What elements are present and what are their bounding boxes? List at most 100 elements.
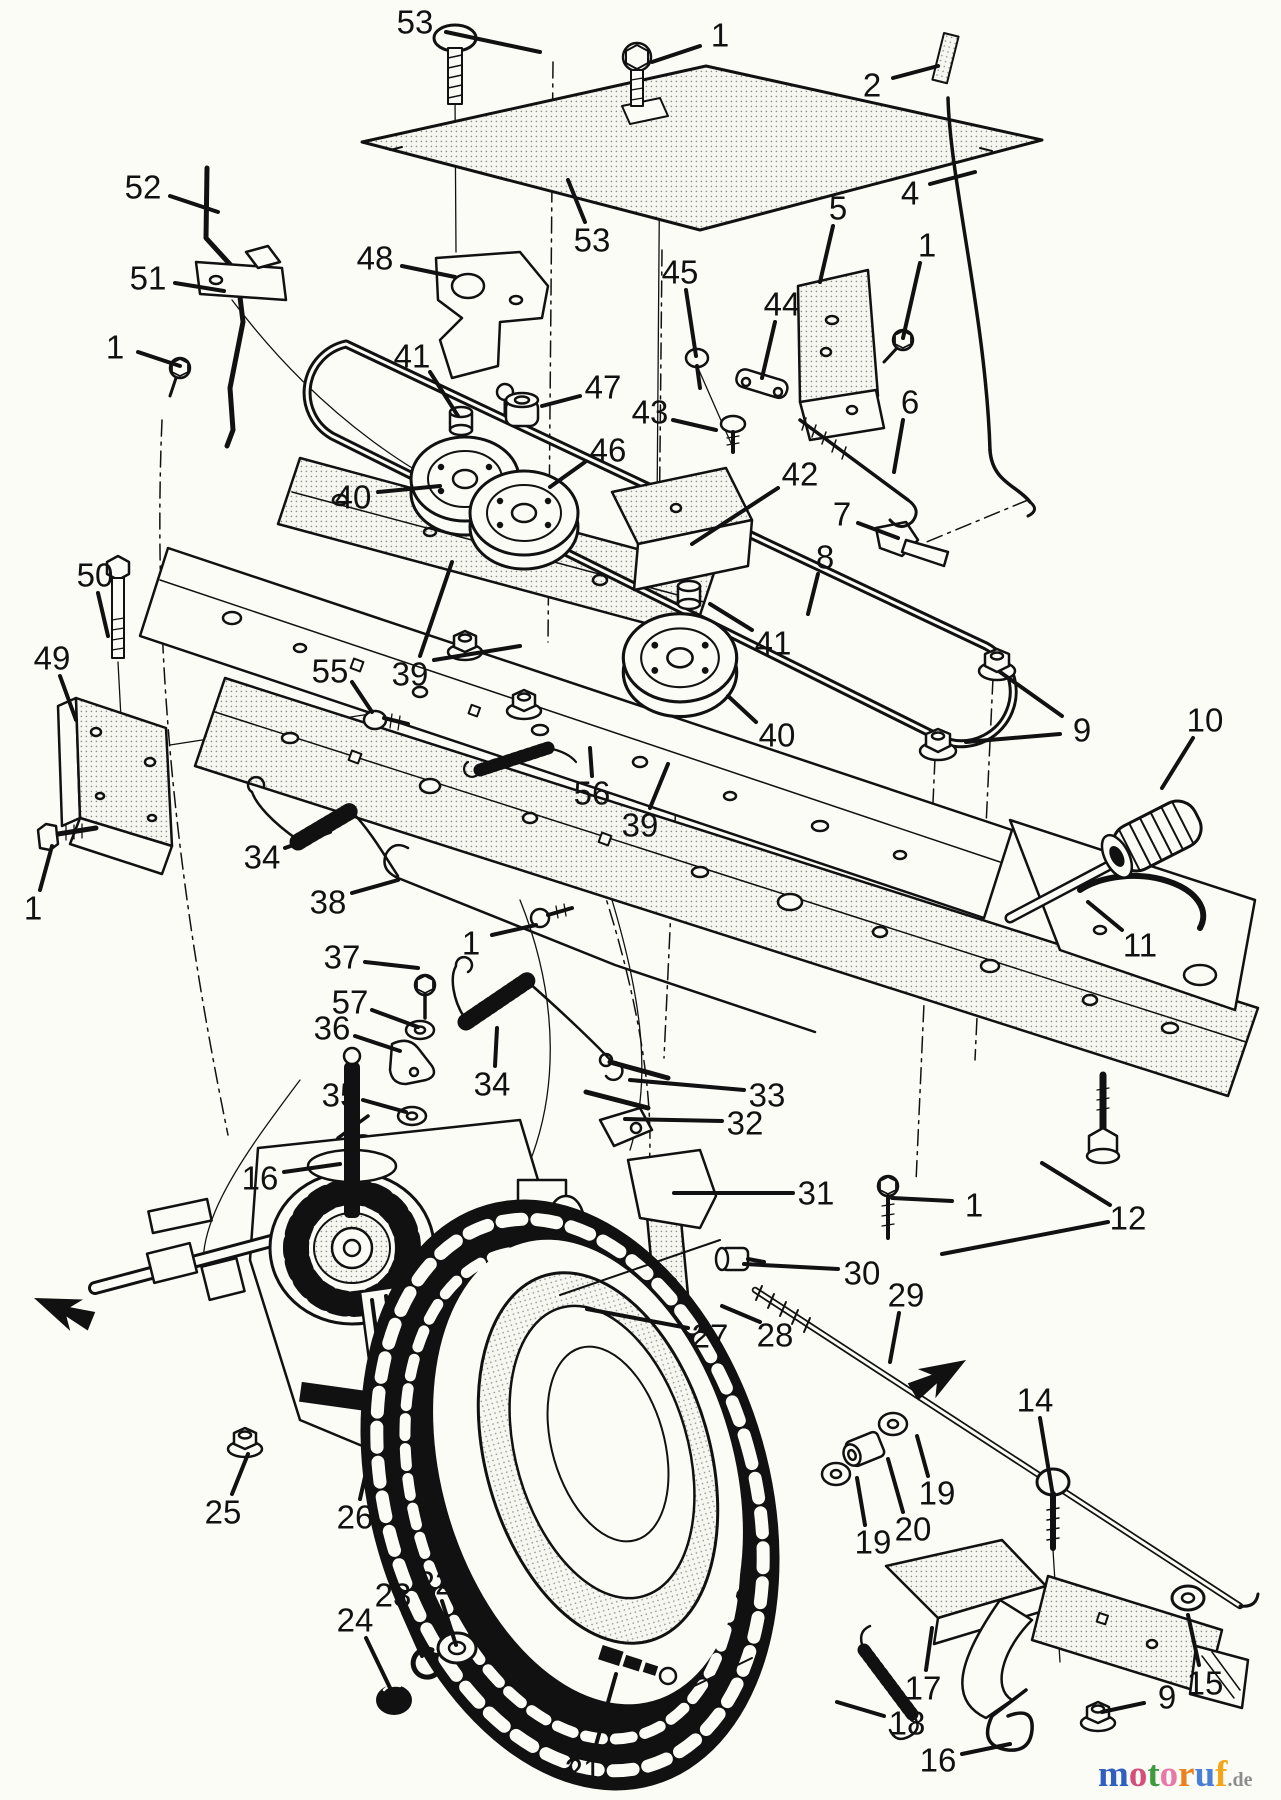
callout-label-44: 44: [764, 286, 801, 323]
leader-line-30: [742, 1262, 840, 1271]
callout-label-5: 5: [829, 190, 847, 227]
callout-label-9: 9: [1073, 712, 1091, 749]
leader-line-37: [363, 960, 420, 970]
leader-line-2: [891, 64, 940, 80]
guide-bracket-48: [434, 250, 550, 418]
leader-line-53: [566, 178, 587, 224]
callout-label-45: 45: [662, 254, 699, 291]
leader-line-1: [490, 923, 538, 937]
leader-line-39: [418, 560, 454, 658]
leader-line-16: [960, 1742, 1012, 1756]
spring-56: [463, 741, 578, 778]
callout-label-12: 12: [1110, 1200, 1147, 1237]
leader-line-4: [928, 170, 977, 186]
callout-label-18: 18: [889, 1705, 926, 1742]
carriage-bolt-12: [1085, 1071, 1121, 1165]
leader-line-49: [58, 674, 78, 722]
leader-line-33: [628, 1078, 746, 1092]
washer-19-left: [820, 1461, 852, 1487]
callout-label-28: 28: [757, 1317, 794, 1354]
frame-rail-main: [138, 546, 1014, 920]
callout-label-36: 36: [314, 1010, 351, 1047]
bracket-51: [194, 244, 288, 302]
leader-line-7: [856, 521, 900, 540]
barrel-nut-30: [714, 1246, 766, 1272]
leader-line-55: [350, 680, 374, 714]
callout-label-26: 26: [337, 1499, 374, 1536]
leader-line-24: [364, 1636, 394, 1694]
leader-line-19: [915, 1434, 930, 1478]
callout-label-1: 1: [965, 1187, 983, 1224]
leader-line-36: [353, 1034, 402, 1053]
leader-line-19: [855, 1476, 867, 1527]
leader-line-1: [890, 1196, 954, 1203]
callout-label-27: 27: [692, 1318, 729, 1355]
leader-line-47: [540, 394, 582, 408]
callout-label-14: 14: [1017, 1382, 1054, 1419]
callout-label-20: 20: [895, 1511, 932, 1548]
callout-label-40: 40: [335, 479, 372, 516]
leader-line-11: [1086, 900, 1124, 932]
callout-label-1: 1: [24, 890, 42, 927]
pedal-base-plate: [1030, 1574, 1250, 1710]
callout-label-1: 1: [918, 227, 936, 264]
leader-line-50: [96, 591, 110, 638]
bushing-41b: [676, 579, 702, 611]
leader-line-12: [1040, 1161, 1112, 1207]
spring-18: [857, 1624, 919, 1741]
callout-label-32: 32: [727, 1105, 764, 1142]
leader-line-14: [1038, 1416, 1055, 1498]
leader-line-57: [370, 1008, 420, 1029]
callout-label-9: 9: [1158, 1679, 1176, 1716]
callout-label-56: 56: [574, 775, 611, 812]
leader-line-8: [806, 572, 820, 616]
callout-label-53: 53: [574, 222, 611, 259]
callout-label-19: 19: [919, 1475, 956, 1512]
callout-label-1: 1: [711, 17, 729, 54]
callout-label-48: 48: [357, 240, 394, 277]
leader-line-21: [592, 1672, 618, 1754]
leader-line-9: [964, 732, 1062, 744]
leader-line-41: [708, 602, 754, 632]
pedal-17: [884, 1538, 1048, 1720]
leader-lines-layer: [38, 30, 1201, 1756]
callout-label-40: 40: [759, 717, 796, 754]
leader-line-45: [684, 288, 698, 358]
callout-label-39: 39: [392, 656, 429, 693]
leader-line-41: [428, 370, 460, 418]
callout-label-15: 15: [1187, 1665, 1224, 1702]
grip-10: [1100, 799, 1203, 879]
bushing-41a: [448, 405, 474, 437]
watermark-motoruf: motoruf.de: [1098, 1756, 1278, 1798]
leader-line-56: [588, 746, 594, 778]
callout-label-8: 8: [816, 539, 834, 576]
threaded-rod-6: [798, 417, 918, 528]
watermark-letter: u: [1194, 1754, 1216, 1795]
leader-line-29: [888, 1311, 901, 1364]
leader-line-43: [671, 418, 718, 432]
callout-label-31: 31: [798, 1175, 835, 1212]
screw-1-bracket49: [36, 822, 99, 852]
leader-line-38: [350, 878, 400, 895]
leader-line-18: [835, 1700, 886, 1718]
leader-line-1: [650, 44, 702, 64]
watermark-suffix: .de: [1227, 1769, 1253, 1791]
leader-line-27: [585, 1307, 690, 1330]
callout-label-4: 4: [901, 175, 919, 212]
flange-nuts: [226, 629, 1117, 1733]
leader-line-20: [886, 1457, 905, 1514]
callout-label-41: 41: [755, 625, 792, 662]
callout-label-34: 34: [244, 839, 281, 876]
leader-line-6: [892, 418, 905, 474]
callout-label-38: 38: [310, 884, 347, 921]
screw-55: [362, 709, 410, 731]
callout-label-30: 30: [844, 1255, 881, 1292]
screw-1-left: [168, 356, 192, 398]
washer-19-right: [877, 1411, 909, 1437]
frame-rail-lower: [193, 676, 1260, 1098]
callout-label-43: 43: [632, 394, 669, 431]
bolt-50: [105, 554, 131, 659]
axle-hardware: [376, 1631, 478, 1715]
cam-lever-36: [388, 1039, 436, 1086]
